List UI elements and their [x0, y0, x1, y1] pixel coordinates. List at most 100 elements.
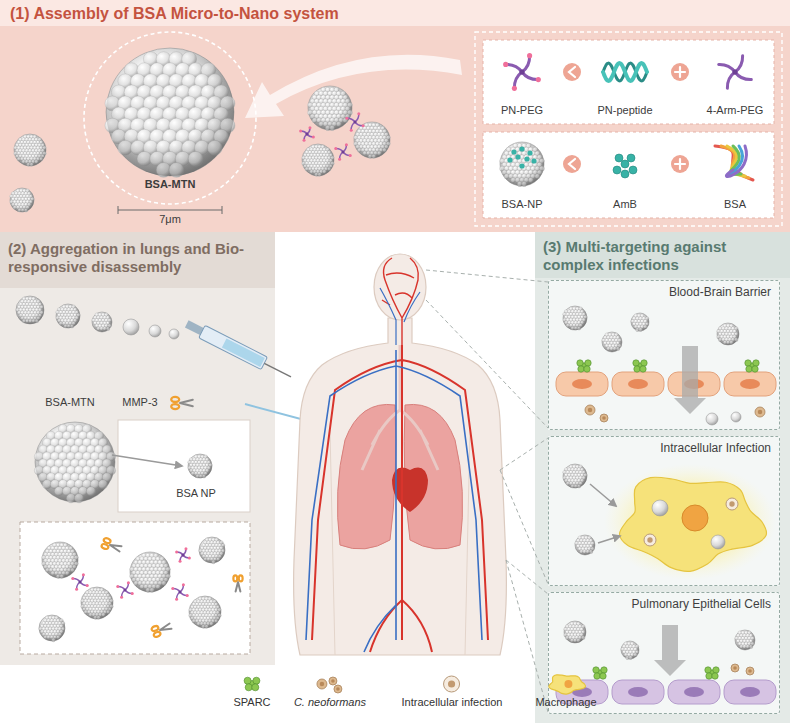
- art-shape: [731, 664, 739, 672]
- art-shape: [563, 63, 581, 81]
- art-shape: [600, 414, 608, 422]
- art-shape: [75, 588, 78, 591]
- art-shape: [531, 158, 536, 163]
- art-shape: [81, 587, 113, 619]
- art-shape: [721, 146, 749, 178]
- art-shape: [585, 360, 591, 366]
- art-shape: [627, 154, 635, 162]
- syringe-symbol: [184, 318, 295, 384]
- art-shape: [302, 144, 334, 176]
- art-shape: [426, 300, 548, 428]
- nanoparticle: [149, 325, 161, 337]
- art-shape: [84, 32, 256, 204]
- art-shape: [483, 40, 774, 124]
- nanoparticle: [123, 319, 139, 335]
- art-shape: [329, 677, 337, 685]
- art-shape: [575, 535, 595, 555]
- art-shape: [506, 560, 548, 594]
- art-shape: [199, 325, 268, 369]
- art-shape: [726, 146, 746, 176]
- art-shape: [621, 170, 629, 178]
- legend-label: SPARC: [233, 696, 270, 709]
- art-shape: [506, 64, 522, 72]
- peg-linker: [71, 573, 89, 591]
- panel-heading: (1) Assembly of BSA Micro-to-Nano system: [10, 4, 780, 23]
- art-shape: [684, 687, 704, 697]
- art-shape: [729, 501, 734, 506]
- art-shape: [746, 667, 754, 675]
- art-shape: [519, 146, 524, 151]
- art-shape: [199, 537, 225, 563]
- box-heading: Pulmonary Epithelial Cells: [557, 597, 771, 611]
- nanoparticle: [169, 329, 179, 339]
- panel-band: (1) Assembly of BSA Micro-to-Nano system: [0, 0, 790, 232]
- art-shape: [758, 410, 763, 415]
- art-shape: [748, 669, 752, 673]
- art-shape: [392, 468, 428, 512]
- component-label: BSA NP: [176, 487, 216, 500]
- art-shape: [524, 156, 529, 161]
- art-shape: [252, 684, 259, 691]
- nanoparticle: [92, 312, 112, 332]
- art-shape: [675, 67, 685, 77]
- art-shape: [593, 667, 599, 673]
- legend-item: Macrophage: [535, 672, 596, 709]
- art-shape: [82, 573, 85, 576]
- art-shape: [535, 232, 790, 723]
- art-shape: [334, 147, 337, 150]
- art-shape: [711, 535, 725, 549]
- nanoparticle: [39, 615, 65, 642]
- art-shape: [715, 146, 753, 180]
- art-shape: [564, 621, 586, 643]
- scissors-symbol: [233, 575, 242, 591]
- legend-label: C. neoformans: [294, 696, 366, 709]
- panel-band: (2) Aggregation in lungs and Bio-respons…: [0, 232, 275, 665]
- art-shape: [354, 121, 357, 124]
- nanoparticle: [652, 500, 668, 516]
- art-shape: [222, 338, 265, 366]
- art-shape: [578, 366, 584, 372]
- art-shape: [631, 313, 649, 331]
- art-shape: [713, 667, 719, 673]
- art-shape: [563, 155, 581, 173]
- art-shape: [514, 72, 522, 88]
- art-shape: [56, 304, 80, 328]
- art-shape: [719, 64, 735, 72]
- art-shape: [380, 288, 420, 345]
- art-shape: [590, 484, 616, 506]
- art-shape: [602, 332, 622, 352]
- art-shape: [199, 537, 225, 563]
- art-shape: [569, 159, 575, 169]
- scissors-symbol: [171, 397, 193, 409]
- panel-band: (3) Multi-targeting against complex infe…: [535, 232, 790, 723]
- nanoparticle: [711, 535, 725, 549]
- art-shape: [124, 589, 127, 592]
- art-shape: [131, 592, 134, 595]
- art-shape: [182, 583, 185, 586]
- art-shape: [179, 560, 182, 563]
- art-shape: [308, 86, 352, 130]
- art-shape: [159, 624, 171, 633]
- art-shape: [302, 144, 334, 176]
- art-shape: [654, 625, 686, 676]
- leader-lines: [426, 270, 548, 712]
- art-shape: [233, 575, 237, 581]
- art-shape: [674, 346, 706, 414]
- art-shape: [306, 350, 482, 652]
- art-shape: [613, 166, 621, 174]
- art-shape: [500, 470, 548, 584]
- art-shape: [601, 667, 607, 673]
- art-shape: [628, 687, 648, 697]
- art-shape: [337, 404, 395, 549]
- art-shape: [312, 135, 315, 138]
- art-shape: [600, 673, 606, 679]
- art-shape: [336, 687, 340, 691]
- art-shape: [112, 455, 182, 466]
- art-shape: [92, 312, 112, 332]
- art-shape: [745, 360, 751, 366]
- panel-heading: (2) Aggregation in lungs and Bio-respons…: [8, 240, 267, 276]
- art-shape: [189, 596, 221, 628]
- art-shape: [264, 363, 291, 377]
- scissors-symbol: [101, 537, 122, 554]
